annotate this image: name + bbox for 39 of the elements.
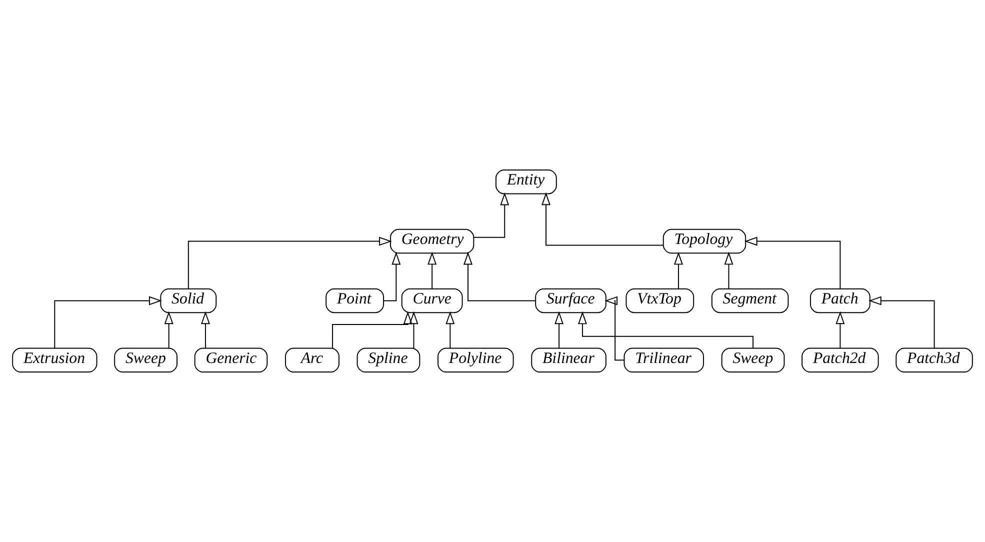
node-box: Geometry: [390, 228, 474, 254]
node-box: Sweep: [114, 348, 178, 373]
node-box: Trilinear: [624, 348, 704, 373]
arrow: [674, 252, 683, 290]
node-box: Spline: [356, 348, 420, 373]
node-box: Sweep: [721, 348, 785, 373]
node-box: Patch: [810, 288, 870, 314]
node-box: Generic: [194, 348, 268, 373]
arrow: [724, 252, 734, 290]
node-box: Bilinear: [531, 348, 606, 373]
arrow: [868, 296, 935, 349]
arrow: [428, 252, 437, 290]
node-box: Topology: [662, 228, 746, 254]
arrow: [188, 236, 392, 290]
arrow: [604, 296, 625, 361]
arrow: [836, 311, 845, 349]
node-box: Patch2d: [802, 348, 879, 373]
node-box: Arc: [284, 348, 340, 373]
node-box: Point: [326, 288, 384, 314]
arrow: [554, 311, 564, 349]
node-box: Extrusion: [12, 348, 98, 373]
arrow: [54, 296, 162, 349]
node-box: VtxTop: [626, 288, 694, 314]
node-box: Solid: [160, 288, 217, 314]
node-box: Curve: [401, 288, 463, 314]
node-box: Entity: [495, 169, 557, 194]
node-box: Patch3d: [896, 348, 973, 373]
arrow: [541, 192, 664, 246]
arrow: [446, 311, 455, 349]
arrow: [332, 311, 412, 349]
arrow: [409, 311, 418, 349]
arrow: [164, 311, 174, 349]
node-box: Segment: [711, 288, 789, 314]
node-box: Polyline: [438, 348, 514, 373]
arrow: [744, 236, 841, 290]
arrow: [200, 311, 210, 349]
arrow: [463, 252, 536, 302]
node-box: Surface: [535, 288, 606, 314]
arrow: [473, 192, 510, 238]
